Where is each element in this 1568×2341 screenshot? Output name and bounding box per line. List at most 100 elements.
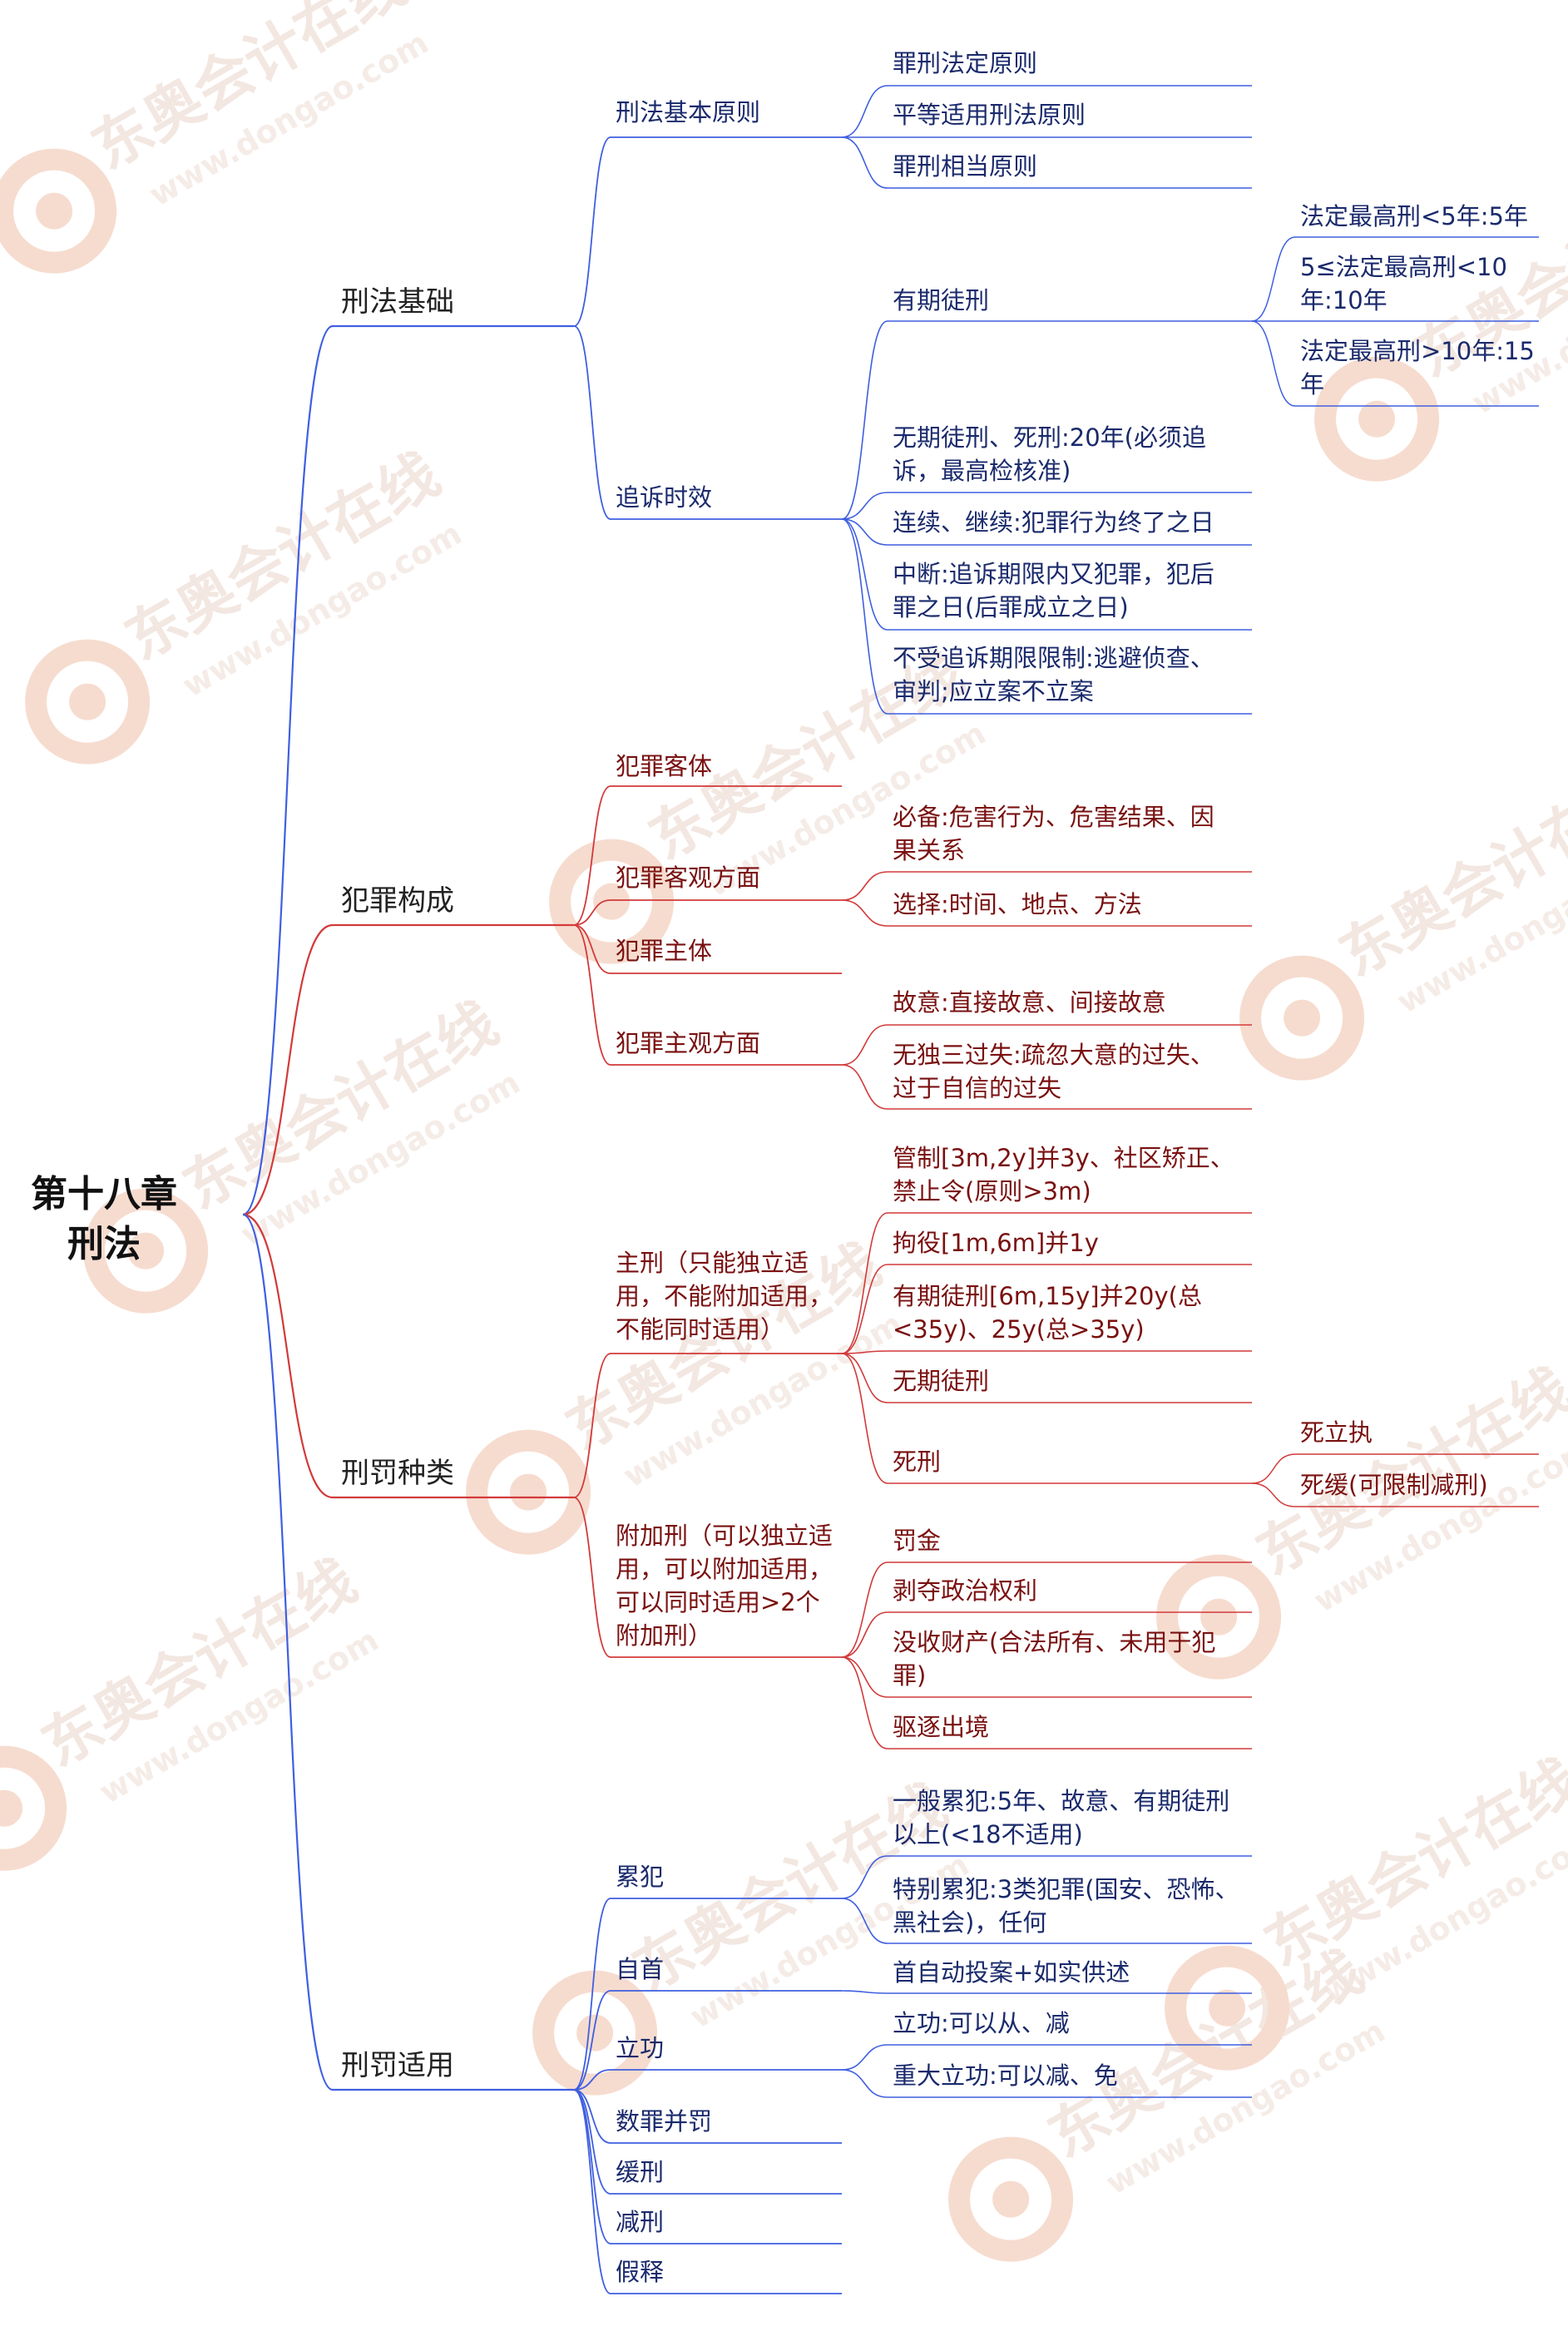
node-b1c2-text: 追诉时效 — [616, 483, 712, 512]
node-b2c1[interactable]: 犯罪客体 — [616, 752, 712, 780]
node-b2c4b[interactable]: 无独三过失:疏忽大意的过失、过于自信的过失 — [893, 1041, 1214, 1102]
node-b1c2a2-text: 年:10年 — [1300, 286, 1387, 314]
node-b2c4b-text: 过于自信的过失 — [893, 1074, 1061, 1102]
node-b3c2b[interactable]: 剥夺政治权利 — [893, 1576, 1037, 1605]
node-b4c6-text: 减刑 — [616, 2208, 664, 2236]
node-b1c2a3[interactable]: 法定最高刑>10年:15年 — [1300, 337, 1535, 398]
root-title-line1: 第十八章 — [31, 1173, 177, 1215]
node-b2c1-text: 犯罪客体 — [616, 752, 712, 780]
node-b1c1a-text: 罪刑法定原则 — [893, 49, 1037, 77]
connector-curve — [573, 2089, 611, 2244]
node-b3c1c-text: <35y)、25y(总>35y) — [893, 1315, 1145, 1344]
node-b1c1[interactable]: 刑法基本原则 — [616, 98, 760, 126]
node-b4c4[interactable]: 数罪并罚 — [616, 2107, 712, 2136]
connector-curve — [573, 924, 611, 974]
node-b4c2a-text: 首自动投案+如实供述 — [893, 1958, 1130, 1987]
node-b1c2d-text: 中断:追诉期限内又犯罪，犯后 — [893, 560, 1214, 588]
connector-curve — [841, 1353, 888, 1484]
node-b3c1-text: 不能同时适用） — [616, 1315, 784, 1344]
connector-curve — [573, 924, 611, 1066]
node-b4c6[interactable]: 减刑 — [616, 2208, 664, 2236]
node-b3c1e[interactable]: 死刑 — [893, 1448, 941, 1476]
node-b2c4-text: 犯罪主观方面 — [616, 1029, 760, 1057]
node-b3c1b-text: 拘役[1m,6m]并1y — [893, 1229, 1099, 1257]
node-b2c3[interactable]: 犯罪主体 — [616, 937, 712, 965]
connector-curve — [573, 136, 611, 327]
node-b4c7[interactable]: 假释 — [616, 2258, 664, 2286]
node-b4c1b[interactable]: 特别累犯:3类犯罪(国安、恐怖、黑社会)，任何 — [893, 1875, 1239, 1937]
watermark-logo-icon — [466, 1429, 591, 1555]
branch-b4[interactable]: 刑罚适用 — [341, 2049, 454, 2082]
node-b4c4-text: 数罪并罚 — [616, 2107, 712, 2136]
node-b1c2b-text: 诉，最高检核准) — [893, 457, 1071, 485]
node-b1c2[interactable]: 追诉时效 — [616, 483, 712, 512]
connector-curve — [242, 1213, 334, 2091]
node-b4c3[interactable]: 立功 — [616, 2034, 664, 2062]
node-b3c2-text: 可以同时适用>2个 — [616, 1588, 820, 1616]
node-b3c1c[interactable]: 有期徒刑[6m,15y]并20y(总<35y)、25y(总>35y) — [893, 1282, 1202, 1344]
node-b3c1a[interactable]: 管制[3m,2y]并3y、社区矫正、禁止令(原则>3m) — [893, 1144, 1234, 1205]
node-b3c1d[interactable]: 无期徒刑 — [893, 1367, 989, 1395]
node-b3c2a[interactable]: 罚金 — [893, 1527, 941, 1555]
node-b4c1[interactable]: 累犯 — [616, 1863, 664, 1891]
branch-b2-text: 犯罪构成 — [341, 884, 454, 918]
node-b1c1b[interactable]: 平等适用刑法原则 — [893, 101, 1086, 129]
node-b3c2-text: 附加刑（可以独立适 — [616, 1522, 833, 1550]
watermark-logo-icon — [532, 1970, 658, 2096]
node-b1c2c[interactable]: 连续、继续:犯罪行为终了之日 — [893, 508, 1214, 537]
connector-curve — [242, 923, 334, 1216]
watermark-logo-dot — [992, 2180, 1030, 2218]
node-b2c2b[interactable]: 选择:时间、地点、方法 — [893, 890, 1142, 918]
node-b1c2e[interactable]: 不受追诉期限限制:逃避侦查、审判;应立案不立案 — [893, 644, 1214, 705]
node-b3c1a-text: 管制[3m,2y]并3y、社区矫正、 — [893, 1144, 1234, 1172]
node-b3c1e1[interactable]: 死立执 — [1300, 1418, 1373, 1447]
connector-curve — [841, 899, 888, 927]
node-b4c3a[interactable]: 立功:可以从、减 — [893, 2009, 1070, 2037]
node-b4c5[interactable]: 缓刑 — [616, 2158, 664, 2186]
connector-curve — [841, 1212, 888, 1354]
connector-curve — [573, 899, 611, 926]
node-b1c1b-text: 平等适用刑法原则 — [893, 101, 1086, 129]
node-b1c2a[interactable]: 有期徒刑 — [893, 286, 989, 314]
node-b4c3a-text: 立功:可以从、减 — [893, 2009, 1070, 2037]
node-b2c2[interactable]: 犯罪客观方面 — [616, 864, 760, 892]
node-b3c1-text: 主刑（只能独立适 — [616, 1249, 809, 1277]
connector-curve — [841, 518, 888, 631]
branch-b1[interactable]: 刑法基础 — [341, 285, 454, 319]
node-b4c1-text: 累犯 — [616, 1863, 664, 1891]
node-b2c4a-text: 故意:直接故意、间接故意 — [893, 988, 1166, 1017]
node-b1c1a[interactable]: 罪刑法定原则 — [893, 49, 1037, 77]
connector-curve — [573, 2089, 611, 2294]
node-b1c2a2[interactable]: 5≤法定最高刑<10年:10年 — [1300, 253, 1507, 314]
node-b3c1b[interactable]: 拘役[1m,6m]并1y — [893, 1229, 1099, 1257]
node-b4c2[interactable]: 自首 — [616, 1955, 664, 1983]
node-b1c2d-text: 罪之日(后罪成立之日) — [893, 593, 1129, 621]
node-b4c2a[interactable]: 首自动投案+如实供述 — [893, 1958, 1130, 1987]
root-node[interactable]: 第十八章 刑法 — [31, 1173, 177, 1265]
connector-curve — [573, 785, 611, 926]
connector-curve — [1251, 236, 1296, 322]
node-b2c2a-text: 果关系 — [893, 836, 965, 864]
watermark-logo-icon — [1165, 1945, 1290, 2071]
node-b3c2d[interactable]: 驱逐出境 — [893, 1713, 989, 1741]
branch-b2[interactable]: 犯罪构成 — [341, 884, 454, 918]
connector-curve — [841, 1350, 888, 1354]
watermark-logo-dot — [1284, 999, 1321, 1037]
watermark-logo-icon — [1156, 1554, 1282, 1680]
node-b1c1c[interactable]: 罪刑相当原则 — [893, 152, 1037, 181]
node-b4c3b[interactable]: 重大立功:可以减、免 — [893, 2061, 1118, 2090]
node-b3c1e2[interactable]: 死缓(可限制减刑) — [1300, 1471, 1488, 1499]
node-b2c4[interactable]: 犯罪主观方面 — [616, 1029, 760, 1057]
branch-b3[interactable]: 刑罚种类 — [341, 1457, 454, 1490]
node-b1c2a1[interactable]: 法定最高刑<5年:5年 — [1300, 202, 1528, 230]
node-b2c4a[interactable]: 故意:直接故意、间接故意 — [893, 988, 1166, 1017]
